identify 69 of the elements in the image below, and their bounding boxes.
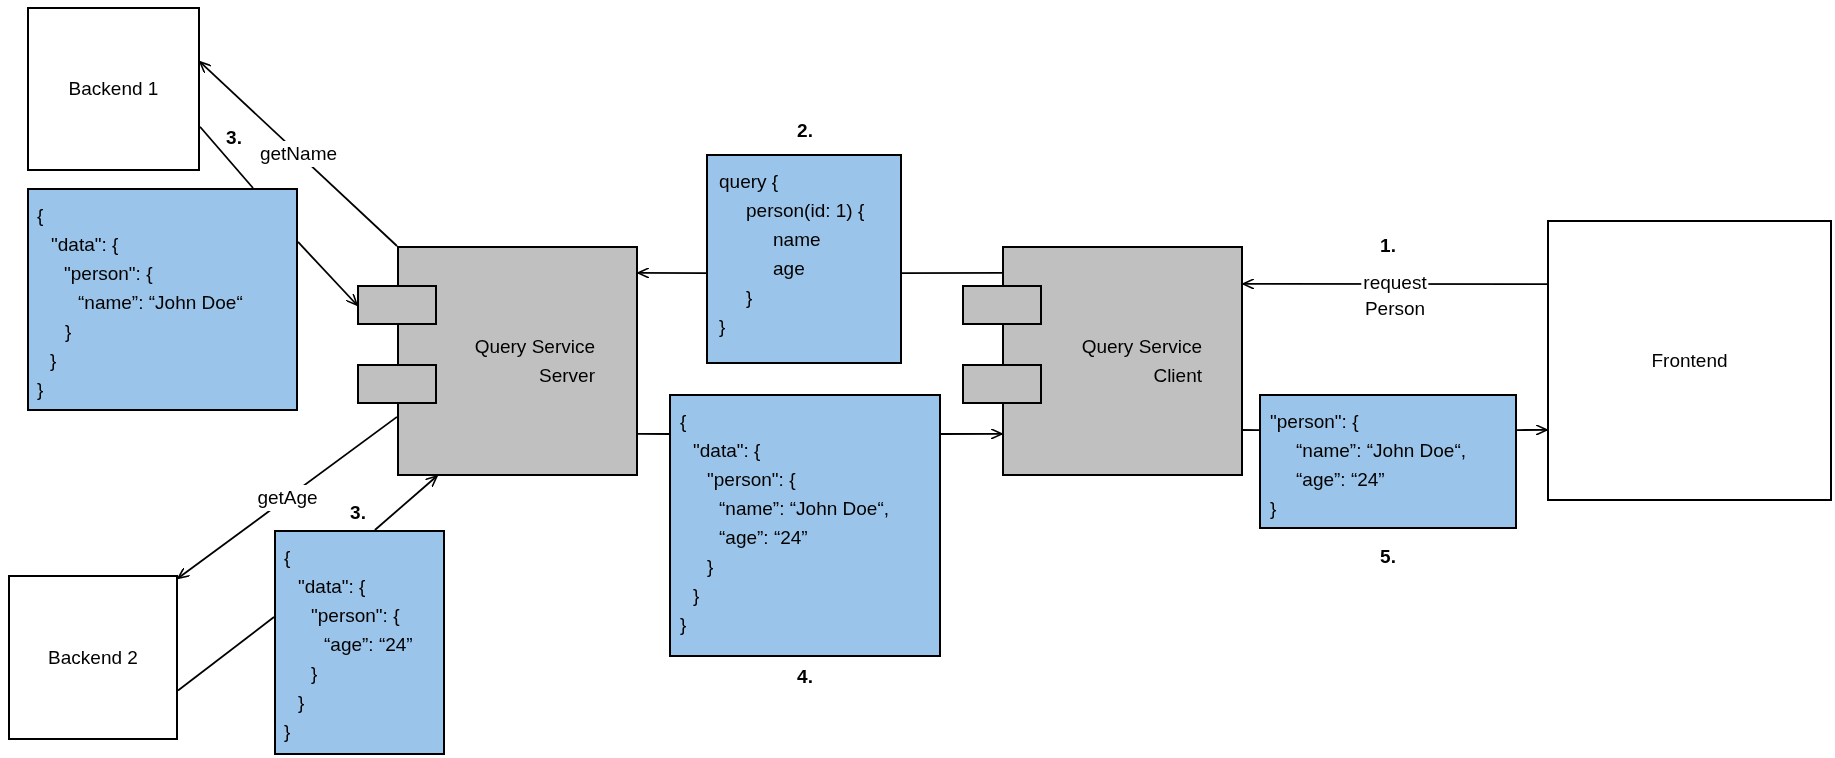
code-line: }: [719, 315, 726, 339]
code-line: person(id: 1) {: [746, 199, 865, 223]
port-box: [357, 364, 437, 404]
code-box: [669, 394, 941, 657]
system-box: [8, 575, 178, 740]
code-line: }: [1270, 497, 1277, 521]
code-box: [27, 188, 298, 411]
edge-label: getName: [257, 140, 340, 167]
arrow: [297, 241, 358, 306]
arrow: [1516, 424, 1548, 436]
code-line: “age”: “24”: [719, 526, 808, 550]
connector-line: [1242, 429, 1260, 431]
arrow: [637, 267, 707, 279]
component-label: Query Service Server: [473, 335, 595, 388]
step-number: 2.: [797, 120, 813, 142]
code-box: [274, 530, 445, 755]
connector-line: [199, 125, 254, 189]
code-line: "person": {: [1270, 410, 1359, 434]
code-line: {: [37, 204, 44, 228]
code-line: }: [65, 320, 72, 344]
code-line: }: [707, 555, 714, 579]
box-label: Frontend: [1651, 349, 1728, 372]
code-line: “name”: “John Doe“,: [719, 497, 889, 521]
code-line: "person": {: [707, 468, 796, 492]
code-line: age: [773, 257, 805, 281]
code-line: "data": {: [298, 575, 366, 599]
code-line: "data": {: [51, 233, 119, 257]
code-line: "data": {: [693, 439, 761, 463]
code-line: “name”: “John Doe“: [78, 291, 243, 315]
edge-label: getAge: [255, 484, 320, 511]
step-number: 1.: [1380, 235, 1396, 257]
system-box: [27, 7, 200, 171]
code-line: “name”: “John Doe“,: [1296, 439, 1466, 463]
code-line: “age”: “24”: [324, 633, 413, 657]
step-number: 3.: [350, 502, 366, 524]
code-line: }: [746, 286, 753, 310]
code-line: "person": {: [311, 604, 400, 628]
code-line: }: [37, 378, 44, 402]
service-component: [397, 246, 638, 476]
port-box: [962, 285, 1042, 325]
code-line: query {: [719, 170, 779, 194]
connector-line: [177, 616, 275, 692]
code-line: }: [284, 720, 291, 744]
port-box: [962, 364, 1042, 404]
code-line: {: [680, 410, 687, 434]
code-line: “age”: “24”: [1296, 468, 1385, 492]
step-number: 3.: [226, 127, 242, 149]
arrow: [940, 428, 1003, 440]
component-label: Query Service Client: [1080, 335, 1202, 388]
code-line: }: [680, 613, 687, 637]
code-line: "person": {: [64, 262, 153, 286]
code-line: {: [284, 546, 291, 570]
system-box: [1547, 220, 1832, 501]
code-line: }: [693, 584, 700, 608]
service-component: [1002, 246, 1243, 476]
arrow: [374, 475, 438, 531]
box-label: Backend 1: [68, 78, 159, 100]
code-box: [1259, 394, 1517, 529]
step-number: 5.: [1380, 546, 1396, 568]
connector-line: [637, 433, 670, 435]
code-box: [706, 154, 902, 364]
port-box: [357, 285, 437, 325]
code-line: name: [773, 228, 821, 252]
code-line: }: [50, 349, 57, 373]
box-label: Backend 2: [48, 646, 138, 669]
step-number: 4.: [797, 666, 813, 688]
connector-line: [901, 272, 1003, 274]
code-line: }: [311, 662, 318, 686]
code-line: }: [298, 691, 305, 715]
